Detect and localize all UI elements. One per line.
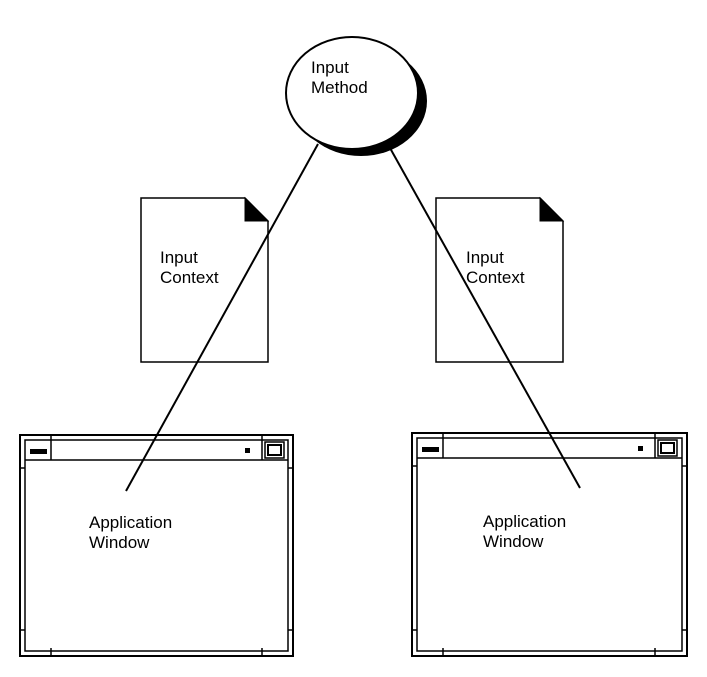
window-inner-frame [416, 437, 683, 652]
window-inner-frame [24, 439, 289, 652]
input-context-left-line1: Input [160, 248, 198, 267]
window-menu-icon [422, 447, 439, 452]
input-method-node: Input Method [285, 36, 427, 156]
input-method-line1: Input [311, 58, 349, 77]
connector-line-left [125, 143, 319, 492]
window-outer-frame [411, 432, 688, 657]
input-context-left: Input Context [140, 196, 270, 363]
app-window-left-line2: Window [89, 533, 150, 552]
maximize-icon-inner [660, 442, 675, 454]
connector-line-right [389, 147, 581, 489]
document-icon [140, 197, 269, 363]
input-context-right-line2: Context [466, 268, 525, 287]
app-window-left-line1: Application [89, 513, 172, 532]
input-method-line2: Method [311, 78, 368, 97]
maximize-icon-inner [267, 444, 282, 456]
application-window-left: Application Window [19, 434, 294, 657]
input-method-circle [285, 36, 419, 150]
minimize-icon [245, 448, 250, 453]
input-context-right: Input Context [435, 196, 565, 363]
application-window-right: Application Window [411, 432, 688, 657]
minimize-icon [638, 446, 643, 451]
window-menu-icon [30, 449, 47, 454]
app-window-right-line1: Application [483, 512, 566, 531]
document-fold-corner [244, 196, 270, 222]
document-icon [435, 197, 564, 363]
input-context-left-line2: Context [160, 268, 219, 287]
window-outer-frame [19, 434, 294, 657]
input-context-right-line1: Input [466, 248, 504, 267]
document-fold-corner [539, 196, 565, 222]
app-window-right-line2: Window [483, 532, 544, 551]
